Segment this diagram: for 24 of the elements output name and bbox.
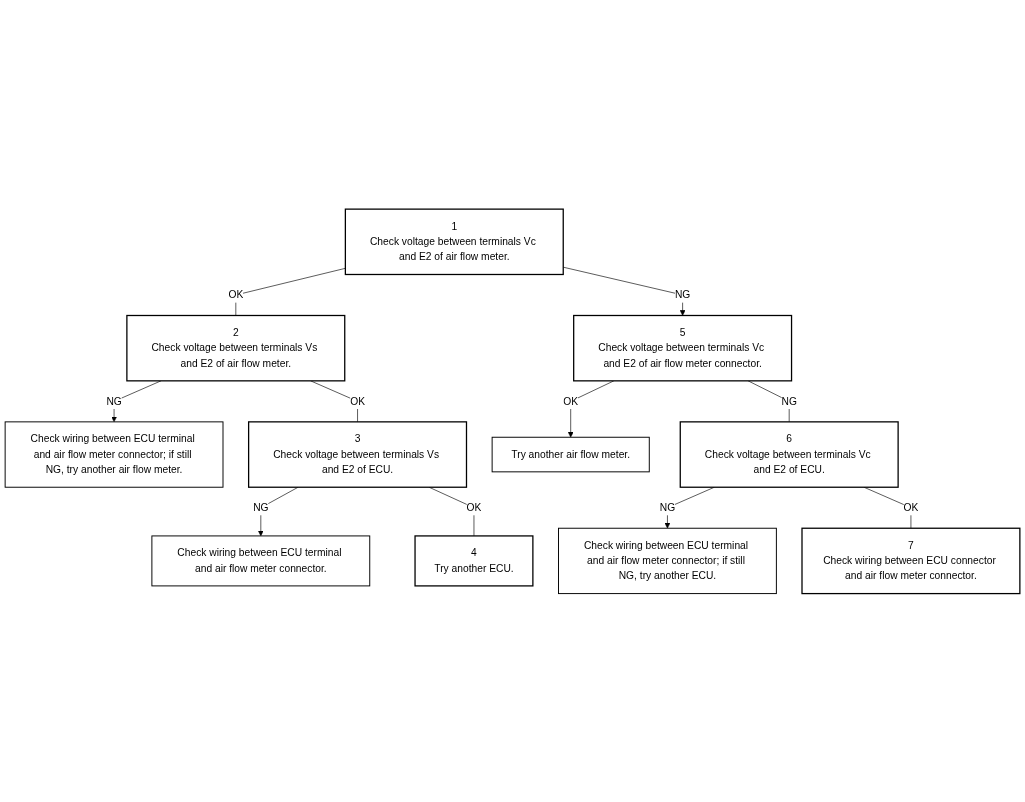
node-box: Check wiring between ECU terminal and air flow meter connector; if still NG, try another ECU. — [558, 527, 777, 594]
node-box: 5 Check voltage between terminals Vc and E2 of air flow meter connector. — [573, 314, 793, 382]
edge-label: OK — [903, 501, 919, 513]
edge-label: NG — [781, 395, 797, 407]
edge-label: OK — [350, 395, 365, 407]
edge-label: OK — [228, 288, 244, 300]
edge-label: NG — [106, 395, 122, 407]
edge-label: NG — [659, 501, 676, 513]
node-box: 1 Check voltage between terminals Vc and E2 of air flow meter. — [344, 208, 564, 275]
node-box: 3 Check voltage between terminals Vs and E2 of ECU. — [248, 420, 468, 488]
node-box: 7 Check wiring between ECU connector and air flow meter connector. — [801, 527, 1021, 594]
connector — [235, 267, 346, 316]
node-box: 4 Try another ECU. — [414, 534, 534, 587]
node-box: 2 Check voltage between terminals Vs and E2 of air flow meter. — [126, 314, 346, 382]
edge-label: OK — [563, 395, 579, 407]
node-box: Check wiring between ECU terminal and air flow meter connector; if still NG, try another air flow meter. — [4, 421, 224, 488]
edge-label: OK — [466, 501, 482, 513]
node-box: Check wiring between ECU terminal and air flow meter connector. — [151, 535, 371, 586]
connector — [747, 380, 790, 422]
edge-label: NG — [253, 501, 269, 513]
node-box: Try another air flow meter. — [491, 436, 650, 472]
edge-label: NG — [674, 288, 691, 300]
connector — [428, 486, 475, 536]
node-box: 6 Check voltage between terminals Vc and E2 of ECU. — [679, 420, 899, 488]
